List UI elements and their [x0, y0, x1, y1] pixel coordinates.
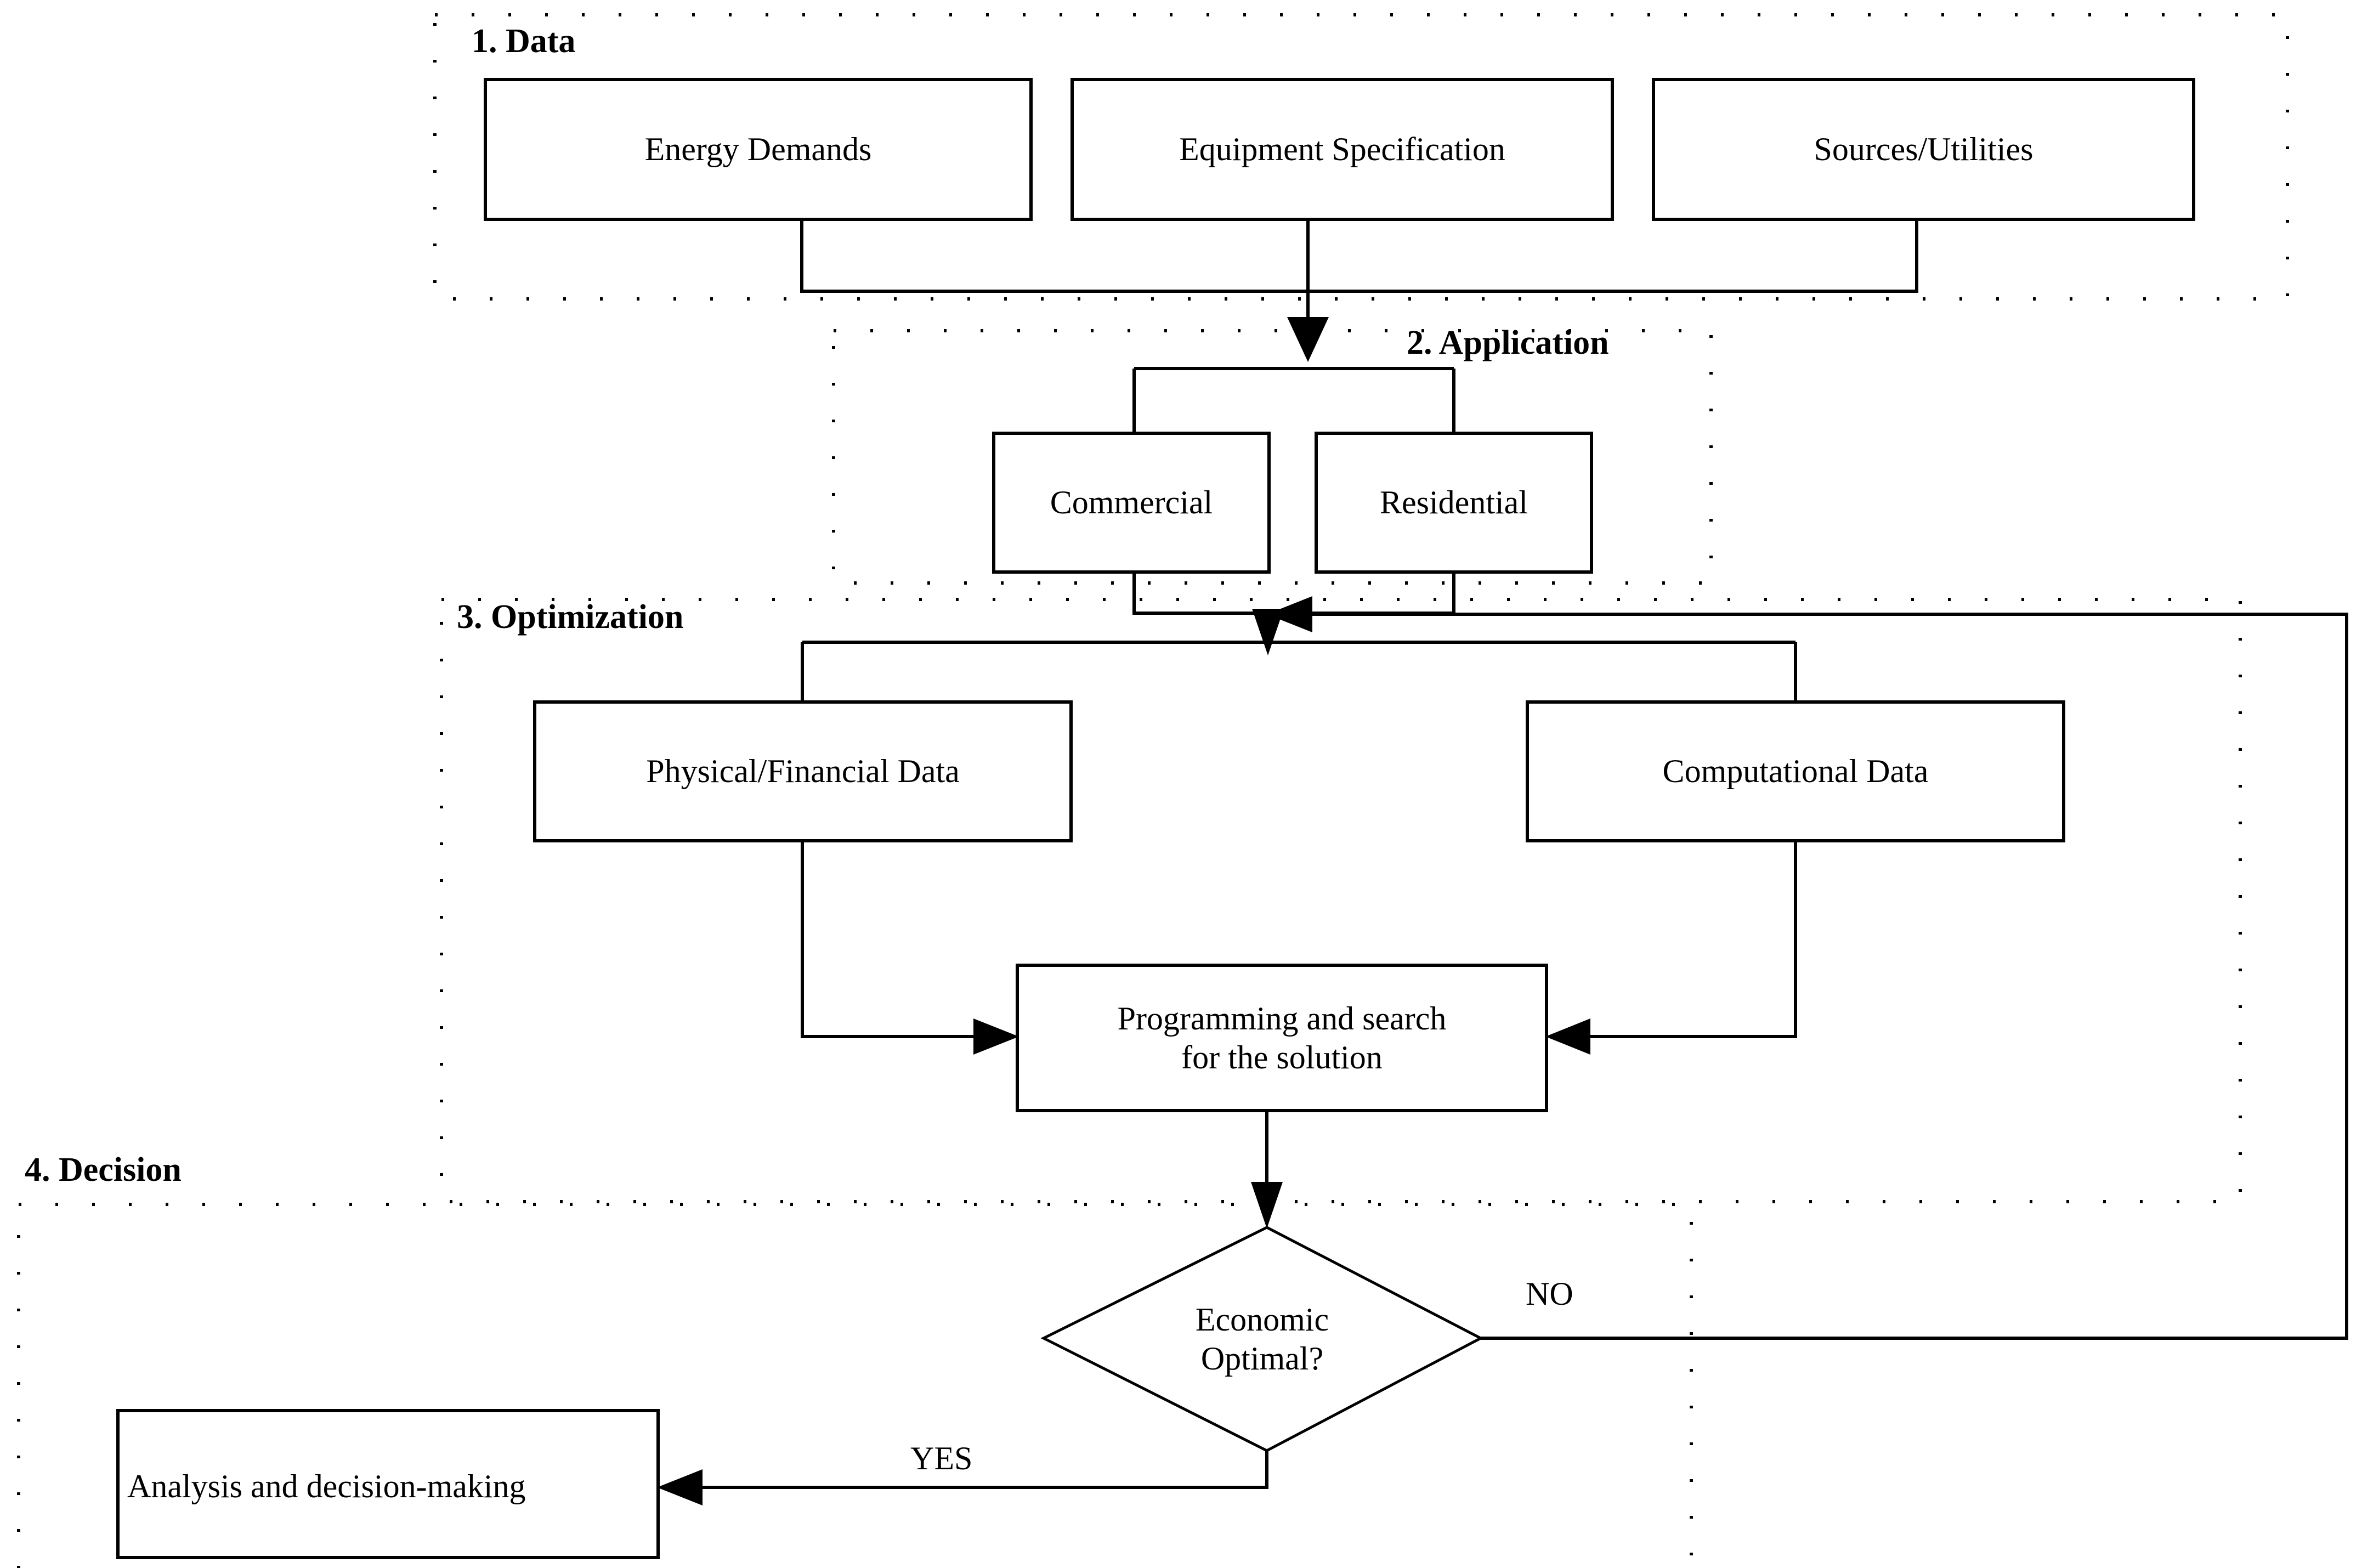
edge-computational-to-programming [1577, 841, 1797, 1038]
edge-energy-to-bus [800, 219, 1308, 293]
node-commercial-shape [992, 432, 1271, 574]
node-analysis-decision-shape [116, 1409, 660, 1559]
node-analysis-decision-label: Analysis and decision-making [127, 1468, 526, 1504]
arrowhead-into-optimization [1252, 609, 1284, 655]
stage-title-data: 1. Data [472, 22, 576, 60]
edge-yes-to-analysis [688, 1451, 1268, 1489]
region-application-border [832, 329, 1713, 585]
edge-label-no: NO [1526, 1276, 1573, 1312]
edge-physical-to-programming [801, 841, 987, 1038]
node-programming-search-shape [1016, 964, 1548, 1112]
node-energy-demands-shape [484, 78, 1033, 221]
stage-title-decision: 4. Decision [25, 1151, 182, 1188]
node-computational-data-shape [1526, 700, 2065, 842]
edge-label-yes: YES [910, 1440, 973, 1476]
node-physical-financial-shape [533, 700, 1073, 842]
node-equipment-spec-shape [1070, 78, 1614, 221]
arrowhead-yes-to-analysis [657, 1469, 703, 1505]
edge-no-feedback [1286, 613, 2348, 1340]
node-economic-optimal-shape [1040, 1226, 1484, 1452]
edge-sources-to-bus [1308, 219, 1918, 293]
arrowhead-no-feedback [1267, 596, 1312, 632]
node-residential-shape [1315, 432, 1593, 574]
arrowhead-programming-right [1545, 1018, 1590, 1055]
edge-commercial-down [1132, 572, 1268, 615]
arrowhead-into-application [1287, 317, 1329, 362]
arrowhead-programming-left [973, 1018, 1019, 1055]
stage-title-application: 2. Application [1407, 324, 1609, 361]
arrowhead-into-decision [1251, 1182, 1283, 1229]
node-sources-utilities-shape [1652, 78, 2195, 221]
stage-title-optimization: 3. Optimization [457, 598, 684, 636]
